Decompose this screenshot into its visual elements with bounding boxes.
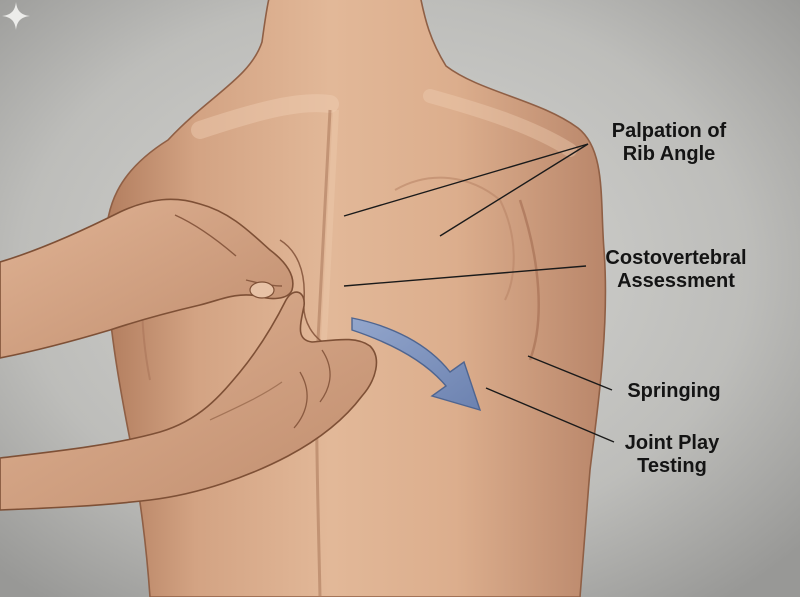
leader-costovertebral xyxy=(343,265,587,287)
label-costovertebral-line-2: Assessment xyxy=(617,270,735,292)
label-costovertebral-line-1: Costovertebral xyxy=(605,247,747,269)
upper-hand xyxy=(0,198,294,359)
sparkle-icon xyxy=(2,2,30,30)
lower-hand xyxy=(0,291,378,511)
shoulder-highlight-right xyxy=(423,89,577,157)
leader-springing xyxy=(527,355,613,391)
arm-crease-right xyxy=(518,199,540,361)
lower-hand-finger-1 xyxy=(319,349,331,403)
label-joint-play-line-1: Joint Play xyxy=(624,432,720,454)
leader-joint-play xyxy=(485,387,615,443)
label-springing: Springing xyxy=(612,380,736,403)
leader-rib-angle-1 xyxy=(343,143,589,217)
thumbnail-upper xyxy=(249,281,275,299)
leader-rib-angle-2 xyxy=(439,143,589,237)
label-joint-play-line-2: Testing xyxy=(637,455,707,477)
springing-arrow xyxy=(351,317,482,412)
shoulder-highlight xyxy=(191,94,339,139)
leader-lines xyxy=(343,143,615,443)
scapula-right xyxy=(394,176,515,301)
label-costovertebral: Costovertebral Assessment xyxy=(588,247,764,293)
upper-hand-knuckle xyxy=(174,214,237,257)
label-rib-angle-line-2: Rib Angle xyxy=(622,143,716,165)
lower-hand-vein xyxy=(209,381,283,421)
label-rib-angle: Palpation of Rib Angle xyxy=(594,120,744,166)
label-springing-line-1: Springing xyxy=(627,380,721,402)
lower-hand-finger-2 xyxy=(293,371,308,429)
label-rib-angle-line-1: Palpation of xyxy=(611,120,727,142)
spine-line xyxy=(315,109,332,597)
label-joint-play: Joint Play Testing xyxy=(610,432,734,478)
spine-highlight xyxy=(321,109,339,341)
